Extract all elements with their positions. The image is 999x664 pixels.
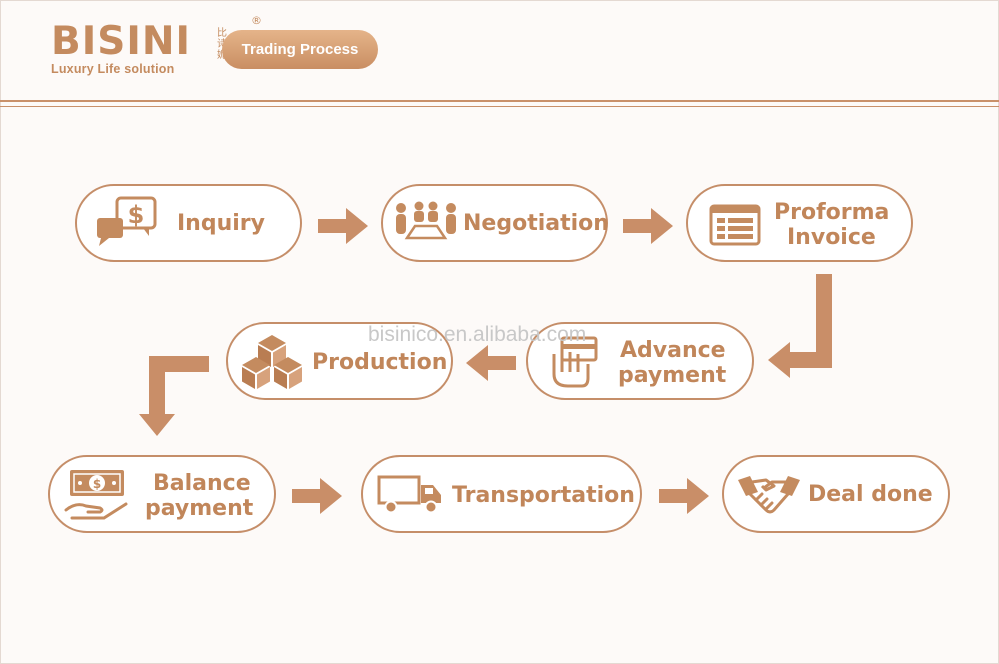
step-inquiry: $ Inquiry [75,184,302,262]
step-label: Inquiry [177,211,265,236]
step-proforma-invoice: Proforma Invoice [686,184,913,262]
step-balance-payment: $ Balance payment [48,455,276,533]
step-production: Production [226,322,453,400]
header-divider-top [0,100,999,102]
step-label: Production [312,350,448,375]
brand-tagline: Luxury Life solution [51,62,175,76]
step-label: Transportation [452,483,635,508]
cash-hand-icon: $ [64,470,128,520]
registered-mark: ® [251,14,262,27]
step-label-line1: Advance [620,338,726,363]
step-deal-done: Deal done [722,455,950,533]
arrow-inquiry-to-negotiation [318,208,368,244]
step-advance-payment: Advance payment [526,322,754,400]
step-label-line2: Invoice [787,225,876,250]
brand-logo: BISINI 比诗妮 ® Luxury Life solution [51,14,262,76]
page-title: Trading Process [222,30,378,69]
watermark: bisinico.en.alibaba.com [368,323,587,346]
brand-name: BISINI [51,19,191,64]
invoice-icon [709,204,761,246]
dollar-chat-icon: $ [97,196,157,246]
svg-text:$: $ [128,201,145,229]
arrow-advance-to-production [466,345,516,381]
header-divider-bottom [0,106,999,107]
card-hand-icon [552,336,598,388]
svg-text:$: $ [93,477,101,491]
arrow-proforma-to-advance [768,274,832,378]
step-label: Deal done [808,482,933,507]
step-label-line2: payment [145,496,254,521]
meeting-icon [396,201,456,240]
step-label-line1: Proforma [774,200,890,225]
step-label-line2: payment [618,363,727,388]
step-label-line1: Balance [153,471,251,496]
step-transportation: Transportation [361,455,642,533]
truck-icon [377,475,441,514]
boxes-icon [242,335,302,389]
step-negotiation: Negotiation [381,184,609,262]
arrow-balance-to-transportation [292,478,342,514]
arrow-negotiation-to-proforma [623,208,673,244]
arrow-production-to-balance [139,356,209,436]
step-label: Negotiation [463,211,609,236]
handshake-icon [738,476,800,514]
arrow-transportation-to-deal [659,478,709,514]
